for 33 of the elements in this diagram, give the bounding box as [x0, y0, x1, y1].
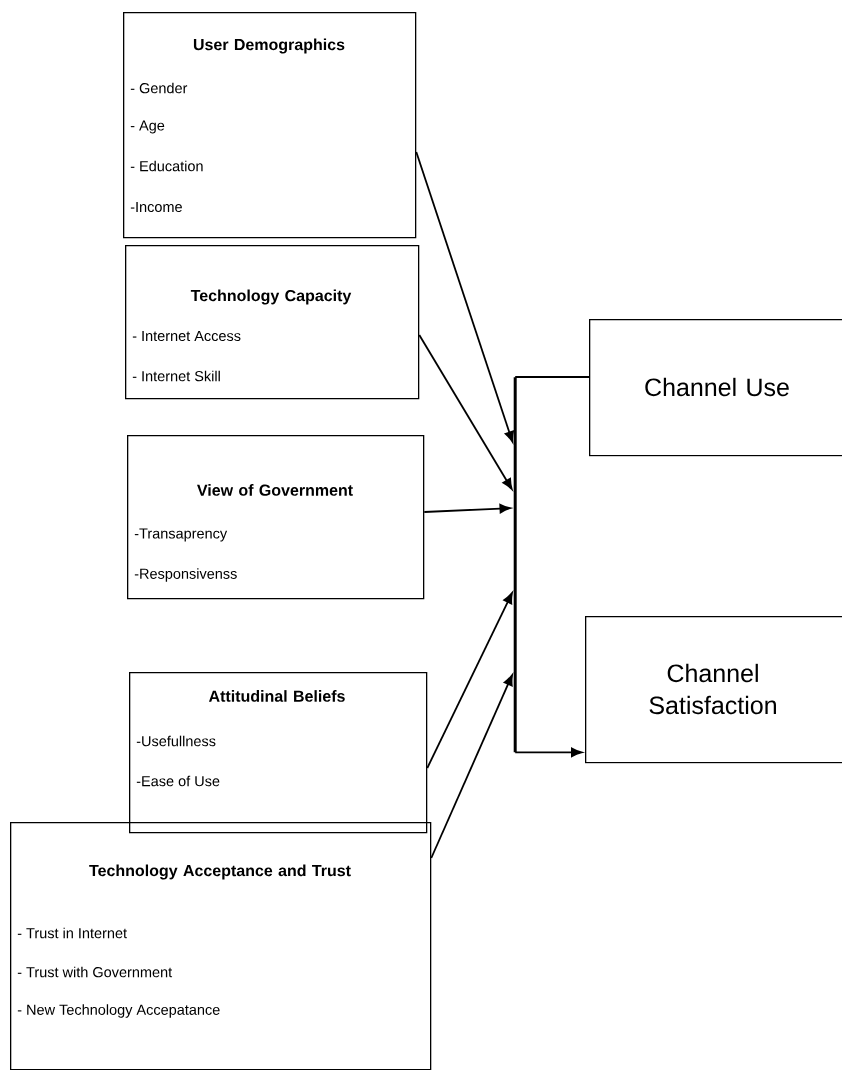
list-item: - New Technology Accepatance: [17, 1004, 220, 1018]
box-heading: Attitudinal Beliefs: [208, 690, 345, 702]
box-label: Channel Satisfaction: [649, 663, 776, 715]
list-item: - Internet Access: [132, 330, 241, 342]
factor-box: [589, 319, 842, 457]
box-heading: View of Government: [197, 484, 353, 496]
list-item: - Internet Skill: [132, 370, 220, 382]
list-item: - Trust with Government: [17, 966, 173, 978]
box-heading: User Demographics: [193, 38, 345, 54]
list-item: -Transaprency: [134, 528, 228, 542]
factor-box: [127, 435, 425, 600]
list-item: -Usefullness: [136, 735, 216, 747]
box-heading: Technology Acceptance and Trust: [89, 864, 351, 880]
list-item: - Education: [130, 160, 203, 172]
factor-box: [123, 12, 417, 239]
list-item: - Gender: [130, 82, 188, 94]
arrow: [430, 674, 513, 859]
list-item: -Responsivenss: [134, 568, 237, 582]
box-heading: Technology Capacity: [190, 289, 352, 305]
list-item: - Age: [130, 120, 165, 134]
factor-box: [585, 616, 842, 764]
arrow: [418, 334, 513, 490]
arrow: [423, 503, 511, 514]
list-item: - Trust in Internet: [17, 927, 127, 939]
arrow: [426, 592, 513, 769]
factor-box: [125, 245, 420, 400]
list-item: -Income: [130, 201, 182, 213]
list-item: -Ease of Use: [136, 775, 220, 787]
arrow: [415, 151, 514, 443]
box-label: Channel Use: [645, 377, 789, 397]
factor-box: [10, 822, 432, 1070]
arrow: [514, 747, 583, 758]
factor-box: [129, 672, 428, 834]
